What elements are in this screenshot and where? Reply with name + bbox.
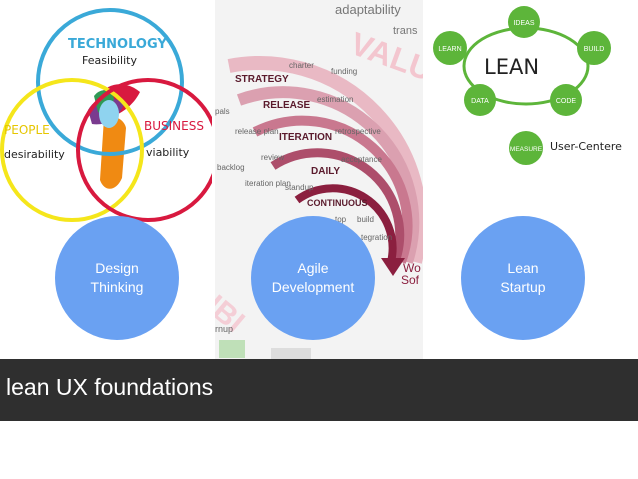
user-centered-label: User-Centere	[550, 140, 622, 153]
business-label: BUSINESS	[144, 119, 204, 133]
acceptance-label: acceptance	[341, 155, 382, 164]
release-label: RELEASE	[263, 100, 311, 111]
adaptability-label: adaptability	[335, 2, 401, 17]
agile-development-line2: Development	[271, 279, 355, 295]
daily-label: DAILY	[311, 166, 340, 177]
svg-text:DATA: DATA	[471, 98, 489, 105]
pals-label: pals	[215, 107, 230, 116]
lean-center-label: LEAN	[484, 55, 539, 79]
svg-text:CODE: CODE	[556, 98, 577, 105]
build-label: build	[357, 215, 374, 224]
code-node: CODE	[550, 84, 582, 116]
svg-text:BUILD: BUILD	[584, 46, 605, 53]
standup-label: standup	[285, 183, 314, 192]
trans-label: trans	[393, 25, 418, 37]
design-thinking-line2: Thinking	[90, 279, 144, 295]
lean-startup-line2: Startup	[500, 279, 546, 295]
business-circle	[76, 78, 212, 222]
people-label: PEOPLE	[4, 123, 50, 137]
ideas-node: IDEAS	[508, 6, 540, 38]
desirability-label: desirability	[4, 148, 65, 161]
backlog-label: backlog	[217, 163, 245, 172]
continuous-label: CONTINUOUS	[307, 198, 368, 208]
lean-cycle-image: LEAN IDEAS LEARN BUILD DATA CODE MEASURE…	[426, 0, 638, 360]
sof-label: Sof	[401, 273, 420, 287]
data-node: DATA	[464, 84, 496, 116]
venn-diagram-image: TECHNOLOGY Feasibility PEOPLE desirabili…	[0, 0, 212, 360]
charter-label: charter	[289, 61, 314, 70]
release-plan-label: release plan	[235, 127, 279, 136]
learn-node: LEARN	[433, 31, 467, 65]
agile-development-circle: Agile Development	[251, 216, 375, 340]
lean-startup-line1: Lean	[507, 260, 539, 276]
title-bar: lean UX foundations	[0, 359, 638, 421]
iteration-plan-label: iteration plan	[245, 179, 291, 188]
slide-title: lean UX foundations	[6, 374, 214, 400]
svg-text:MEASURE: MEASURE	[510, 146, 543, 153]
review-label: review	[261, 153, 284, 162]
measure-node: MEASURE	[509, 131, 543, 165]
svg-text:IDEAS: IDEAS	[513, 20, 534, 27]
design-thinking-line1: Design	[95, 260, 139, 276]
venn-diagram: TECHNOLOGY Feasibility PEOPLE desirabili…	[0, 0, 212, 360]
agile-diagram: adaptability trans VALUE IBI STRATEGY ch…	[215, 0, 423, 360]
design-thinking-circle: Design Thinking	[55, 216, 179, 340]
top-label: top	[335, 215, 347, 224]
venn-center	[99, 100, 119, 128]
strategy-label: STRATEGY	[235, 74, 289, 85]
svg-text:LEARN: LEARN	[438, 46, 461, 53]
retrospective-label: retrospective	[335, 127, 381, 136]
technology-label: TECHNOLOGY	[68, 37, 167, 52]
people-circle	[0, 78, 144, 222]
estimation-label: estimation	[317, 95, 353, 104]
lean-cycle-diagram: LEAN IDEAS LEARN BUILD DATA CODE MEASURE…	[426, 0, 638, 360]
funding-label: funding	[331, 67, 357, 76]
build-node: BUILD	[577, 31, 611, 65]
lean-startup-circle: Lean Startup	[461, 216, 585, 340]
viability-label: viability	[146, 146, 190, 159]
technology-circle	[36, 8, 184, 156]
feasibility-label: Feasibility	[82, 54, 137, 67]
burnup-label: rnup	[215, 324, 233, 334]
agile-development-line1: Agile	[297, 260, 329, 276]
wo-label: Wo	[403, 261, 421, 275]
iteration-label: ITERATION	[279, 132, 332, 143]
integration-label: tegration	[361, 233, 392, 242]
